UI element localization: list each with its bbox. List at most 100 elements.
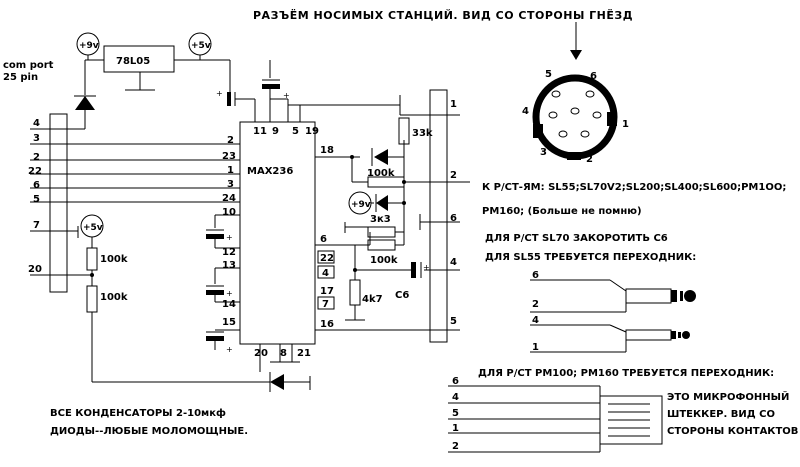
note-radios-2: PM160; (Больше не помню) — [482, 206, 642, 217]
conn-pin-6: 6 — [450, 213, 457, 224]
com-pin-4: 4 — [33, 118, 40, 129]
pm-pin-1: 1 — [452, 423, 459, 434]
bottom-wires — [91, 312, 311, 390]
ic-pin-12: 12 — [222, 247, 236, 258]
pm-pin-6: 6 — [452, 376, 459, 387]
regulator-78l05 — [103, 45, 175, 73]
din-pin-4: 4 — [522, 106, 529, 117]
r100k-left2-label: 100k — [100, 292, 128, 303]
svg-text:+: + — [423, 263, 430, 272]
r100k-b-label: 100k — [370, 255, 398, 266]
ic-pin-2: 2 — [227, 135, 234, 146]
note-pm: ДЛЯ Р/СТ РМ100; РМ160 ТРЕБУЕТСЯ ПЕРЕХОДН… — [478, 368, 774, 379]
cap-top-left: + — [216, 89, 256, 122]
pm-pin-4: 4 — [452, 392, 459, 403]
plus9v-left: +9v — [76, 32, 100, 60]
com-wires — [30, 128, 240, 276]
sl55-pin-6: 6 — [532, 270, 539, 281]
com-pin-2: 2 — [33, 152, 40, 163]
com-pin-5: 5 — [33, 194, 40, 205]
ic-pin-4: 4 — [322, 268, 329, 279]
din-connector — [532, 74, 618, 160]
svg-text:+5v: +5v — [83, 223, 103, 233]
cap-ic-3: + — [206, 329, 240, 354]
resistor-100k-left-1 — [86, 247, 98, 271]
com-pin-6: 6 — [33, 180, 40, 191]
sl55-pin-1: 1 — [532, 342, 539, 353]
r4k7-label: 4k7 — [362, 294, 383, 305]
ic-pin-13: 13 — [222, 260, 236, 271]
r33k-label: 33k — [412, 128, 433, 139]
note-mic-2: ШТЕККЕР. ВИД СО — [667, 409, 775, 420]
svg-text:+: + — [226, 289, 233, 298]
com-port-label-1: com port — [3, 60, 54, 71]
ic-pin-3: 3 — [227, 179, 234, 190]
resistor-100k-left-2 — [86, 285, 98, 313]
cap-top-right: + — [262, 60, 290, 122]
din-pin-1: 1 — [622, 119, 629, 130]
capacitor-c6: + — [411, 262, 430, 278]
plus5v-top: +5v — [188, 32, 212, 60]
c6-label: C6 — [395, 290, 409, 301]
ic-pin-15: 15 — [222, 317, 236, 328]
svg-text:+9v: +9v — [79, 41, 99, 51]
din-pin-3: 3 — [540, 147, 547, 158]
ic-pin-16: 16 — [320, 319, 334, 330]
ic-pin-14: 14 — [222, 299, 236, 310]
com-port-label-2: 25 pin — [3, 72, 38, 83]
ic-name: MAX236 — [247, 166, 293, 177]
svg-text:+: + — [226, 345, 233, 354]
din-pin-2: 2 — [586, 154, 593, 165]
diode-bottom — [269, 372, 284, 392]
ic-pin-9: 9 — [272, 126, 279, 137]
ic-pin-20: 20 — [254, 348, 268, 359]
ic-pin-6: 6 — [320, 234, 327, 245]
ic-pin-19: 19 — [305, 126, 319, 137]
top-power-wires — [229, 60, 401, 122]
ic-pin-1: 1 — [227, 165, 234, 176]
ic-pin-22: 22 — [320, 253, 334, 264]
view-arrow — [570, 22, 582, 60]
r3k3-label: 3к3 — [370, 214, 391, 225]
ic-max236 — [239, 121, 316, 345]
resistor-33k — [398, 117, 410, 145]
diode-18 — [371, 148, 388, 166]
plus5v-left: +5v — [80, 214, 104, 248]
ic-pin-23: 23 — [222, 151, 236, 162]
svg-text:+: + — [216, 89, 223, 98]
pm-adapter — [448, 385, 663, 453]
diode-9v — [375, 194, 388, 212]
com-pin-7: 7 — [33, 220, 40, 231]
sl55-adapter — [530, 279, 696, 353]
svg-text:+: + — [283, 91, 290, 100]
plus9v-mid: +9v — [348, 191, 374, 215]
com-pin-3: 3 — [33, 133, 40, 144]
conn-pin-5: 5 — [450, 316, 457, 327]
r100k-left1-label: 100k — [100, 254, 128, 265]
ic-pin-8: 8 — [280, 348, 287, 359]
note-radios-1: К Р/СТ-ЯМ: SL55;SL70V2;SL200;SL400;SL600… — [482, 182, 786, 193]
title: РАЗЪЁМ НОСИМЫХ СТАНЦИЙ. ВИД СО СТОРОНЫ Г… — [253, 8, 633, 22]
note-diodes: ДИОДЫ--ЛЮБЫЕ МОЛОМОЩНЫЕ. — [50, 426, 248, 437]
din-pin-6: 6 — [590, 71, 597, 82]
din-pin-5: 5 — [545, 69, 552, 80]
conn-pin-4: 4 — [450, 257, 457, 268]
note-sl55: ДЛЯ SL55 ТРЕБУЕТСЯ ПЕРЕХОДНИК: — [485, 252, 696, 263]
conn-pin-2: 2 — [450, 170, 457, 181]
regulator-wires — [84, 59, 231, 100]
resistor-4k7 — [349, 279, 361, 306]
ic-pin-7: 7 — [322, 299, 329, 310]
ic-pin-5: 5 — [292, 126, 299, 137]
regulator-label: 78L05 — [116, 56, 150, 67]
note-caps: ВСЕ КОНДЕНСАТОРЫ 2-10мкф — [50, 407, 226, 419]
ic-pin-24: 24 — [222, 193, 236, 204]
note-mic-3: СТОРОНЫ КОНТАКТОВ — [667, 426, 798, 437]
svg-text:+: + — [226, 233, 233, 242]
ic-pin-18: 18 — [320, 145, 334, 156]
ic-pin-21: 21 — [297, 348, 311, 359]
com-pin-22: 22 — [28, 166, 42, 177]
resistor-100k-b — [367, 239, 396, 251]
ic-pin-11: 11 — [253, 126, 267, 137]
